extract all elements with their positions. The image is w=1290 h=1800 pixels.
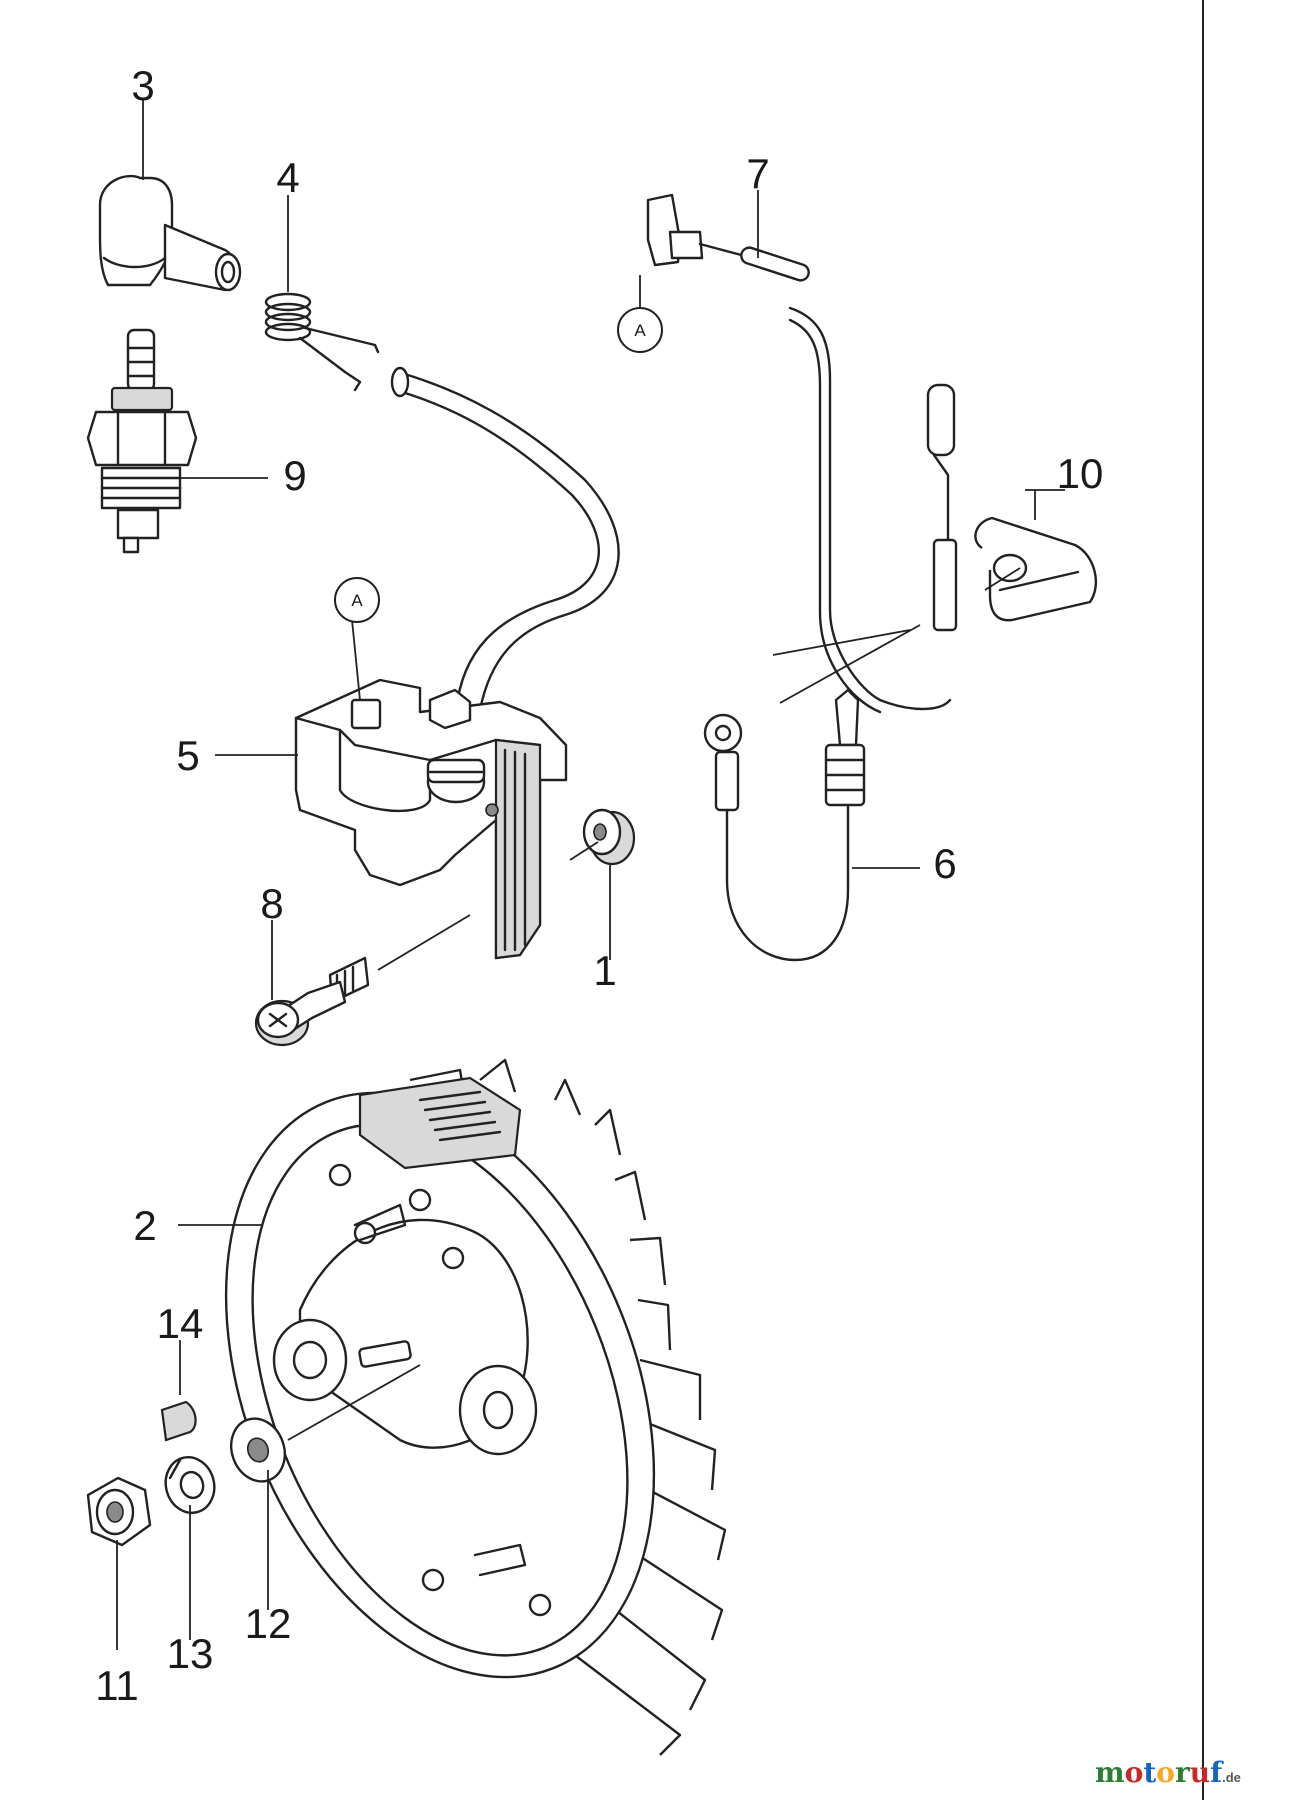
part-label-3: 3 (131, 62, 154, 109)
ignition-coil (294, 366, 620, 960)
part-label-10: 10 (1057, 450, 1104, 497)
spring-washer (164, 1456, 216, 1514)
watermark-segment: f (1210, 1756, 1224, 1789)
wire-clip (974, 516, 1098, 622)
part-label-14: 14 (157, 1300, 204, 1347)
connector-ref-a-top: A (617, 307, 663, 353)
part-label-4: 4 (276, 154, 299, 201)
watermark-segment: u (1190, 1756, 1210, 1789)
part-label-7: 7 (746, 150, 769, 197)
leader-lines (116, 98, 1065, 1650)
connector-ref-label: A (351, 591, 363, 610)
woodruff-key (160, 1400, 197, 1442)
watermark-segment: o (1156, 1756, 1175, 1789)
watermark-segment: o (1125, 1756, 1144, 1789)
connector-ref-a-coil: A (334, 577, 380, 623)
part-label-1: 1 (593, 947, 616, 994)
ground-wire-connector (646, 193, 952, 714)
connector-ref-label: A (634, 321, 646, 340)
part-labels: 1 2 3 4 5 6 7 8 9 10 11 12 13 14 (95, 62, 1103, 1709)
short-circuit-wire (703, 383, 958, 962)
watermark-segment: m (1095, 1756, 1125, 1789)
part-label-13: 13 (167, 1630, 214, 1677)
part-label-8: 8 (260, 880, 283, 927)
part-label-2: 2 (133, 1202, 156, 1249)
part-label-9: 9 (283, 452, 306, 499)
torsion-spring (264, 292, 380, 392)
washer (230, 1417, 286, 1483)
hex-nut (86, 1476, 152, 1547)
spark-plug (86, 328, 198, 554)
watermark-suffix: .de (1222, 1770, 1241, 1785)
part-label-12: 12 (245, 1600, 292, 1647)
watermark-segment: t (1143, 1756, 1156, 1789)
flywheel (224, 1058, 727, 1756)
part-label-6: 6 (933, 840, 956, 887)
watermark-segment: r (1175, 1756, 1191, 1789)
bolt (254, 956, 370, 1047)
spark-plug-boot (98, 174, 242, 292)
watermark-text: motoruf.de (1095, 1756, 1241, 1789)
part-label-11: 11 (95, 1662, 139, 1709)
part-label-5: 5 (176, 732, 199, 779)
spacer (582, 808, 636, 866)
watermark-logo: motoruf.de (1095, 1756, 1241, 1789)
